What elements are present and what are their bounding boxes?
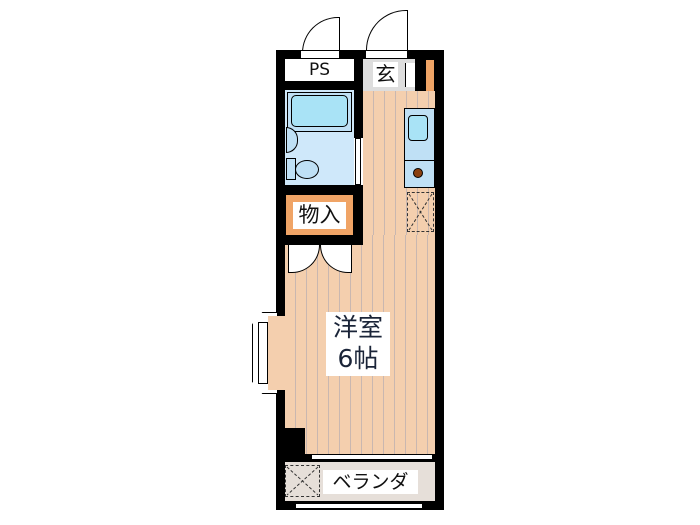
western-room-type: 洋室 (332, 313, 383, 342)
ps-label: PS (308, 60, 331, 80)
western-room-label: 洋室 6帖 (326, 312, 390, 376)
outdoor-unit-x-icon (286, 466, 319, 496)
fridge-space (407, 192, 434, 232)
outdoor-unit-space (285, 465, 320, 497)
entrance-door-icon (366, 10, 408, 54)
wall-right (435, 50, 444, 510)
balcony-railing (295, 503, 423, 509)
western-room-size: 6帖 (337, 344, 379, 373)
closet-label: 物入 (293, 202, 346, 229)
pillar (285, 428, 305, 454)
entrance-label-bg (373, 62, 398, 87)
bath-door (355, 138, 361, 185)
wall-left (276, 50, 285, 510)
balcony-label: ベランダ (323, 470, 418, 494)
ps-room (285, 59, 354, 81)
ps-door-icon (302, 17, 340, 54)
kitchen-sink-icon (408, 115, 428, 141)
stove-icon (413, 168, 423, 178)
entrance-label: 玄 (375, 62, 396, 86)
fridge-x-icon (408, 193, 433, 231)
balcony-sliding-door (311, 454, 433, 460)
